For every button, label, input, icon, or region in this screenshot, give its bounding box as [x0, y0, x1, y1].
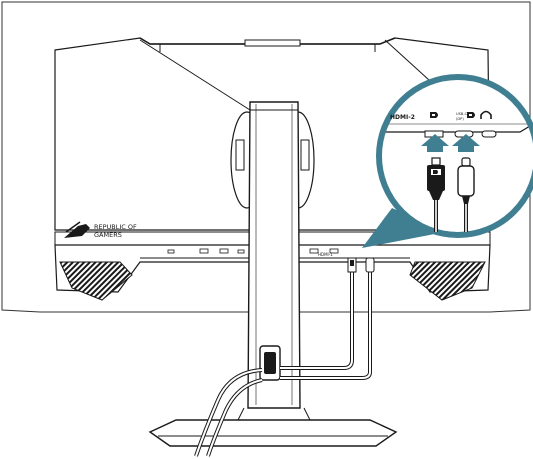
zoom-hdmi2-label: HDMI-2	[390, 114, 415, 121]
zoom-usbc-label-top: USB-C	[456, 112, 468, 116]
displayport-icon	[430, 112, 438, 118]
usbc-dp-icon	[467, 112, 475, 118]
usbc-plug	[457, 157, 475, 232]
stand-base	[148, 407, 398, 447]
plugged-connectors	[347, 257, 375, 273]
port-zoom-callout	[376, 74, 533, 238]
right-vent-grille	[409, 261, 486, 301]
strip-hdmi1-label: HDMI-1	[318, 252, 333, 257]
rog-logo	[64, 221, 90, 238]
insert-arrow-dp	[421, 134, 449, 152]
insert-arrow-usbc	[452, 134, 480, 152]
left-vent-grille	[59, 261, 133, 301]
brand-line-1: REPUBLIC OF	[94, 223, 137, 231]
cable-management-clip	[259, 345, 281, 381]
stand-column	[247, 101, 301, 409]
displayport-plug	[427, 157, 445, 232]
rear-port-strip	[167, 248, 339, 254]
callout-pointer	[362, 208, 445, 248]
connected-cables	[194, 270, 372, 457]
rog-eye-icon	[64, 224, 90, 238]
headphone-icon	[480, 110, 492, 119]
zoom-usbc-label-bottom: (DP)	[456, 117, 464, 121]
brand-line-2: GAMERS	[94, 231, 122, 239]
